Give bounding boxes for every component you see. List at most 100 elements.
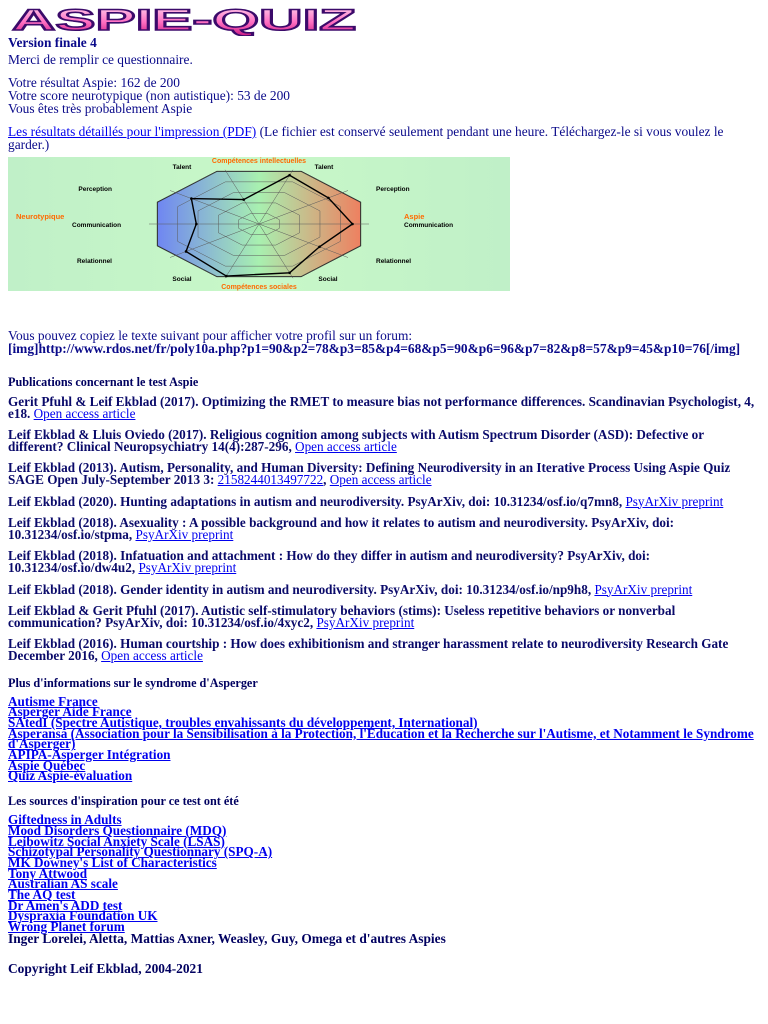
- profile-point: [190, 197, 193, 200]
- info-link[interactable]: SAtedI (Spectre Autistique, troubles env…: [8, 714, 478, 730]
- profile-point: [351, 222, 354, 226]
- profile-point: [225, 274, 228, 278]
- grid-ring: [177, 181, 341, 267]
- sources-heading: Les sources d'inspiration pour ce test o…: [8, 794, 239, 809]
- publication-link[interactable]: PsyArXiv preprint: [135, 526, 234, 542]
- source-link[interactable]: The AQ test: [8, 887, 76, 903]
- source-link[interactable]: Leibowitz Social Anxiety Scale (LSAS): [8, 833, 225, 849]
- axis-spoke: [258, 223, 349, 258]
- chart-left-title: Neurotypique: [16, 212, 64, 221]
- thanks-text: Merci de remplir ce questionnaire.: [8, 52, 193, 67]
- axis-spoke: [258, 169, 294, 225]
- publications-heading: Publications concernant le test Aspie: [8, 375, 199, 389]
- profile-point: [195, 222, 198, 226]
- axis-spoke: [169, 190, 260, 225]
- publication-text: Leif Ekblad (2013). Autism, Personality,…: [8, 460, 731, 487]
- axis-label: Perception: [376, 186, 410, 193]
- source-link[interactable]: Schizotypal Personality Questionnary (SP…: [8, 844, 273, 860]
- axis-label: Talent: [315, 164, 334, 171]
- grid-ring: [218, 202, 300, 246]
- axis-spoke: [258, 223, 294, 279]
- sources-thanks: Inger Lorelei, Aletta, Mattias Axner, We…: [8, 930, 446, 946]
- publication-link[interactable]: PsyArXiv preprint: [316, 614, 415, 630]
- verdict: Vous êtes très probablement Aspie: [8, 101, 193, 116]
- publication-text: Leif Ekblad (2018). Asexuality : A possi…: [8, 515, 675, 542]
- profile-point: [288, 271, 291, 275]
- pdf-results-link[interactable]: Les résultats détaillés pour l'impressio…: [8, 124, 257, 139]
- axis-label: Perception: [78, 186, 112, 193]
- source-link[interactable]: Giftedness in Adults: [8, 812, 122, 828]
- chart-title: Compétences intellectuelles: [212, 158, 306, 165]
- version-label: Version finale 4: [8, 35, 97, 50]
- axis-label: Talent: [173, 164, 192, 171]
- publication-link[interactable]: PsyArXiv preprint: [138, 559, 237, 575]
- publication-text: Gerit Pfuhl & Leif Ekblad (2017). Optimi…: [8, 394, 755, 421]
- print-paragraph: Les résultats détaillés pour l'impressio…: [8, 125, 760, 151]
- publication-link-2[interactable]: Open access article: [329, 471, 432, 487]
- source-link[interactable]: Australian AS scale: [8, 876, 118, 892]
- info-link[interactable]: Autisme France: [8, 693, 98, 709]
- publication-text: Leif Ekblad (2018). Gender identity in a…: [8, 581, 595, 597]
- aspie-score: Votre résultat Aspie: 162 de 200: [8, 75, 180, 90]
- info-link[interactable]: APIPA-Asperger Intégration: [8, 747, 171, 763]
- axis-label: Social: [318, 276, 337, 283]
- source-link[interactable]: Tony Attwood: [8, 865, 88, 881]
- chart-profile: [184, 173, 354, 278]
- info-link[interactable]: Aspie Québec: [8, 757, 86, 773]
- publication-link[interactable]: 2158244013497722: [217, 471, 324, 487]
- source-link[interactable]: Wrong Planet forum: [8, 919, 125, 935]
- axis-spoke: [224, 223, 260, 279]
- publication-item: Leif Ekblad (2018). Infatuation and atta…: [8, 548, 760, 575]
- axis-label: Relationnel: [77, 258, 112, 265]
- publication-text: Leif Ekblad (2020). Hunting adaptations …: [8, 493, 626, 509]
- publication-text: Leif Ekblad & Lluis Oviedo (2017). Relig…: [8, 427, 704, 454]
- source-link[interactable]: Dr Amen's ADD test: [8, 897, 123, 913]
- profile-point: [242, 198, 246, 201]
- publication-item: Leif Ekblad (2013). Autism, Personality,…: [8, 460, 760, 487]
- page: ASPIE-QUIZ Version finale 4 Merci de rem…: [8, 6, 760, 976]
- grid-ring: [238, 213, 280, 235]
- publication-list: Gerit Pfuhl & Leif Ekblad (2017). Optimi…: [8, 394, 760, 663]
- source-link[interactable]: MK Downey's List of Characteristics: [8, 854, 217, 870]
- logo-text: ASPIE-QUIZ: [12, 6, 356, 36]
- publication-link[interactable]: PsyArXiv preprint: [594, 581, 693, 597]
- source-link[interactable]: Dyspraxia Foundation UK: [8, 908, 158, 924]
- publication-text: Leif Ekblad (2018). Infatuation and atta…: [8, 548, 651, 575]
- axis-spoke: [224, 169, 260, 225]
- profile-point: [288, 173, 291, 177]
- publication-item: Gerit Pfuhl & Leif Ekblad (2017). Optimi…: [8, 394, 760, 421]
- chart-bottom-title: Compétences sociales: [221, 284, 297, 291]
- publication-item: Leif Ekblad (2018). Gender identity in a…: [8, 581, 760, 597]
- axis-label: Relationnel: [376, 258, 411, 265]
- info-heading: Plus d'informations sur le syndrome d'As…: [8, 675, 258, 690]
- pdf-note: (Le fichier est conservé seulement penda…: [8, 124, 724, 152]
- nt-score: Votre score neurotypique (non autistique…: [8, 88, 291, 103]
- info-link[interactable]: Quiz Aspie-évaluation: [8, 768, 133, 784]
- publication-item: Leif Ekblad (2018). Asexuality : A possi…: [8, 515, 760, 542]
- profile-point: [327, 196, 330, 200]
- chart-right-title: Aspie: [404, 212, 424, 221]
- forum-code[interactable]: [img]http://www.rdos.net/fr/poly10a.php?…: [8, 341, 741, 356]
- copyright: Copyright Leif Ekblad, 2004-2021: [8, 960, 203, 976]
- publication-link[interactable]: PsyArXiv preprint: [625, 493, 724, 509]
- source-link[interactable]: Mood Disorders Questionnaire (MDQ): [8, 822, 227, 838]
- publication-link[interactable]: Open access article: [33, 405, 136, 421]
- profile-point: [184, 250, 188, 253]
- aspie-quiz-logo: ASPIE-QUIZ: [11, 6, 357, 36]
- grid-ring: [157, 171, 361, 277]
- publication-link[interactable]: Open access article: [295, 438, 397, 454]
- info-link[interactable]: Asperansa (Association pour la Sensibili…: [8, 725, 754, 752]
- axis-label: Communication: [72, 222, 121, 229]
- publication-text: Leif Ekblad (2016). Human courtship : Ho…: [8, 636, 729, 663]
- publication-text: Leif Ekblad & Gerit Pfuhl (2017). Autist…: [8, 603, 676, 630]
- info-link[interactable]: Asperger Aide France: [8, 704, 132, 720]
- publication-link[interactable]: Open access article: [101, 647, 203, 663]
- publication-item: Leif Ekblad (2020). Hunting adaptations …: [8, 493, 760, 509]
- axis-label: Communication: [404, 222, 453, 229]
- profile-point: [318, 245, 321, 249]
- radar-chart: Compétences intellectuelles Compétences …: [8, 157, 510, 291]
- chart-axes: [149, 169, 369, 279]
